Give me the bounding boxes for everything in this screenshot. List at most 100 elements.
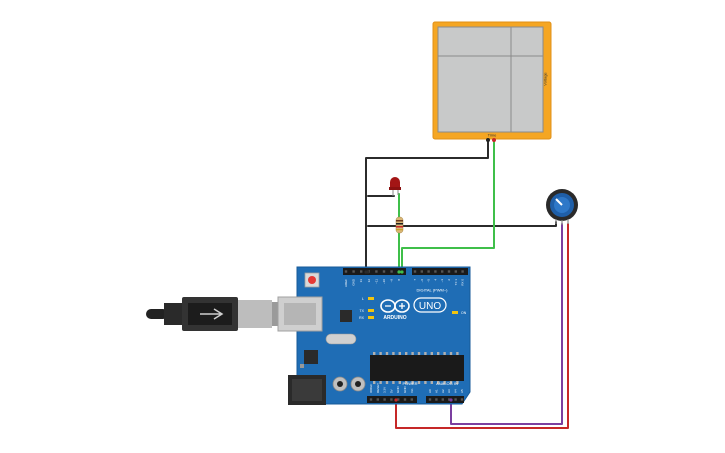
rx-led-label: RX [359, 316, 365, 320]
chip-pin [373, 352, 376, 355]
header-pin[interactable] [352, 270, 355, 273]
chip-pin [424, 352, 427, 355]
header-pin[interactable] [376, 398, 379, 401]
chip-pin [430, 381, 433, 384]
header-pin[interactable] [413, 270, 417, 273]
digital-pin-label: 2 [447, 279, 451, 281]
potentiometer[interactable] [546, 189, 578, 225]
wire-scope-signal[interactable] [401, 139, 495, 273]
oscilloscope-negative-terminal[interactable] [486, 138, 490, 142]
digital-pin-label: ~3 [440, 279, 444, 283]
chip-pin [398, 381, 401, 384]
arduino-infinity-logo [380, 299, 410, 313]
chip-pin [392, 352, 395, 355]
uno-model-text: UNO [419, 301, 441, 312]
tx-led-label: TX [360, 309, 365, 313]
header-pin[interactable] [382, 270, 386, 273]
header-pin[interactable] [383, 398, 386, 401]
header-pin[interactable] [460, 398, 464, 401]
digital-pin-label: ~6 [420, 279, 424, 283]
digital-header-label: DIGITAL (PWM~) [417, 288, 449, 293]
header-pin[interactable] [454, 270, 457, 273]
header-pin[interactable] [434, 270, 437, 273]
power-header-label: POWER [402, 381, 417, 386]
analog-pin-label: A0 [428, 389, 432, 393]
header-pin[interactable] [461, 270, 464, 273]
chip-pin [424, 381, 427, 384]
digital-pin-label: 12 [367, 279, 371, 283]
oscilloscope[interactable]: Time Voltage [432, 21, 552, 142]
analog-header [426, 396, 464, 403]
header-pin[interactable] [360, 270, 363, 273]
analog-header-label: ANALOG IN [436, 381, 458, 386]
header-pin[interactable] [420, 270, 423, 273]
chip-pin [443, 381, 446, 384]
header-pin[interactable] [369, 398, 373, 401]
power-pin-label: GND [403, 386, 407, 394]
chip-pin [405, 352, 408, 355]
analog-pin-label: A4 [454, 389, 458, 393]
chip-pin [417, 352, 421, 355]
digital-pin-label: 8 [397, 279, 401, 281]
header-pin[interactable] [447, 270, 451, 273]
digital-pin-label: RX 0 [461, 279, 465, 286]
resistor[interactable] [395, 216, 404, 234]
header-pin[interactable] [410, 398, 413, 401]
arduino-brand-text: ARDUINO [383, 315, 406, 321]
header-pin[interactable] [397, 398, 400, 401]
header-pin[interactable] [441, 398, 444, 401]
chip-pin [405, 381, 408, 384]
header-pin[interactable] [375, 270, 378, 273]
header-pin[interactable] [448, 398, 451, 401]
chip-pins-top [373, 352, 459, 355]
header-pin[interactable] [454, 398, 457, 401]
digital-pin-label: 13 [359, 279, 363, 283]
power-pin-label: 5V [389, 389, 393, 393]
chip-pin [417, 381, 421, 384]
red-led[interactable] [389, 177, 401, 196]
oscilloscope-voltage-label: Voltage [543, 72, 548, 86]
header-pin[interactable] [390, 270, 393, 273]
wire-analog[interactable] [450, 223, 563, 425]
header-pin[interactable] [390, 398, 393, 401]
header-pin[interactable] [403, 398, 407, 401]
chip-pin [385, 381, 389, 384]
power-pin-label: Vin [410, 388, 414, 393]
analog-pin-label: A2 [441, 389, 445, 393]
analog-pin-label: A3 [447, 389, 451, 393]
chip-pin [385, 352, 389, 355]
chip-pin [398, 352, 401, 355]
oscilloscope-screen [437, 26, 544, 133]
chip-pin [379, 352, 382, 355]
wire-5v[interactable] [395, 223, 569, 429]
header-pin[interactable] [441, 270, 444, 273]
chip-pins-bottom [373, 381, 459, 384]
chip-pin [437, 352, 440, 355]
analog-pin-label: A5 [460, 389, 464, 393]
power-pin-label: GND [396, 386, 400, 394]
usb-cable[interactable] [146, 297, 278, 331]
digital-pin-label: ~11 [374, 279, 378, 284]
digital-pin-label: 4 [433, 279, 437, 281]
power-pin-label: RESET [376, 383, 380, 393]
chip-pin [430, 352, 433, 355]
header-pin[interactable] [428, 398, 432, 401]
power-pin-label: 3.3V [383, 387, 387, 393]
oscilloscope-time-label: Time [488, 133, 498, 138]
header-pin[interactable] [427, 270, 430, 273]
digital-pin-label: TX 1 [454, 279, 458, 286]
chip-pin [437, 381, 440, 384]
chip-pin [449, 381, 453, 384]
digital-pin-label: ~5 [427, 279, 431, 283]
digital-pin-label: AREF [344, 279, 348, 287]
header-pin[interactable] [435, 398, 438, 401]
oscilloscope-positive-terminal[interactable] [492, 138, 496, 142]
wire-scope-ground[interactable] [365, 139, 489, 273]
potentiometer-knob-indicator [555, 198, 563, 206]
header-pin[interactable] [344, 270, 348, 273]
chip-pin [373, 381, 376, 384]
